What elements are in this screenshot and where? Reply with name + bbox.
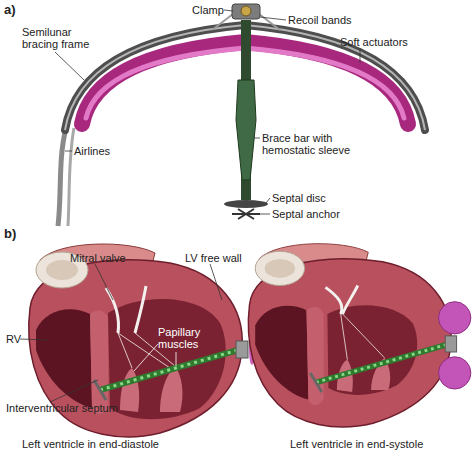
part-label: Papillary muscles <box>158 326 218 350</box>
caption-label: Left ventricle in end-systole <box>290 438 423 450</box>
part-label: Airlines <box>74 145 110 157</box>
leader-line <box>55 52 84 80</box>
device-clamp <box>236 341 248 358</box>
leader-line <box>360 48 361 63</box>
hemostatic-sleeve <box>236 80 256 180</box>
mitral-valve <box>326 286 358 315</box>
part-label: Septal disc <box>272 192 326 204</box>
septal-anchor <box>238 209 254 219</box>
soft-actuator-inflated <box>439 357 471 389</box>
leader-line <box>95 264 113 300</box>
part-label: Soft actuators <box>340 36 408 48</box>
septal-anchor <box>238 209 254 219</box>
part-label: Mitral valve <box>70 252 126 264</box>
part-label: Recoil bands <box>288 14 352 26</box>
part-label: LV free wall <box>185 252 242 264</box>
mitral-valve <box>106 286 146 333</box>
panel-label: b) <box>4 228 16 240</box>
septal-disc <box>94 380 106 400</box>
leader-line <box>266 198 270 203</box>
septal-disc <box>224 200 268 208</box>
part-label: Semilunar bracing frame <box>22 26 100 50</box>
leader-line <box>134 344 158 371</box>
airline <box>58 128 66 226</box>
leader-line <box>260 17 286 20</box>
part-label: Clamp <box>192 4 224 16</box>
part-label: Interventricular septum <box>6 402 118 414</box>
device <box>58 4 425 226</box>
recoil-band <box>259 14 280 30</box>
heart-systole <box>248 244 471 427</box>
panel-label: a) <box>4 4 16 16</box>
chordae <box>341 314 385 360</box>
recoil-band <box>212 14 233 30</box>
leader-line <box>210 264 222 300</box>
leader-line <box>224 10 233 11</box>
septal-disc <box>310 373 321 392</box>
papillary-muscle <box>120 368 139 412</box>
clamp-screw <box>241 6 251 16</box>
brace-bar <box>100 350 238 390</box>
clamp <box>232 4 260 19</box>
leader-line <box>20 339 48 340</box>
part-label: RV <box>6 333 21 345</box>
hemostatic-sleeve <box>100 350 238 390</box>
part-label: Septal anchor <box>272 208 340 220</box>
device-clamp <box>445 336 456 352</box>
leader-line <box>176 352 177 366</box>
hemostatic-sleeve <box>316 344 447 382</box>
leader-line <box>254 138 260 139</box>
soft-actuator-inflated <box>439 302 471 334</box>
caption-label: Left ventricle in end-diastole <box>22 438 159 450</box>
brace-bar <box>316 344 447 382</box>
leader-line <box>65 151 72 152</box>
part-label: Brace bar with hemostatic sleeve <box>262 132 354 156</box>
leader-lines <box>20 10 360 402</box>
leader-line <box>50 380 98 402</box>
airline <box>68 128 74 226</box>
leader-line <box>260 214 270 215</box>
lv-cavity <box>327 305 417 395</box>
heart-systole <box>248 244 451 427</box>
